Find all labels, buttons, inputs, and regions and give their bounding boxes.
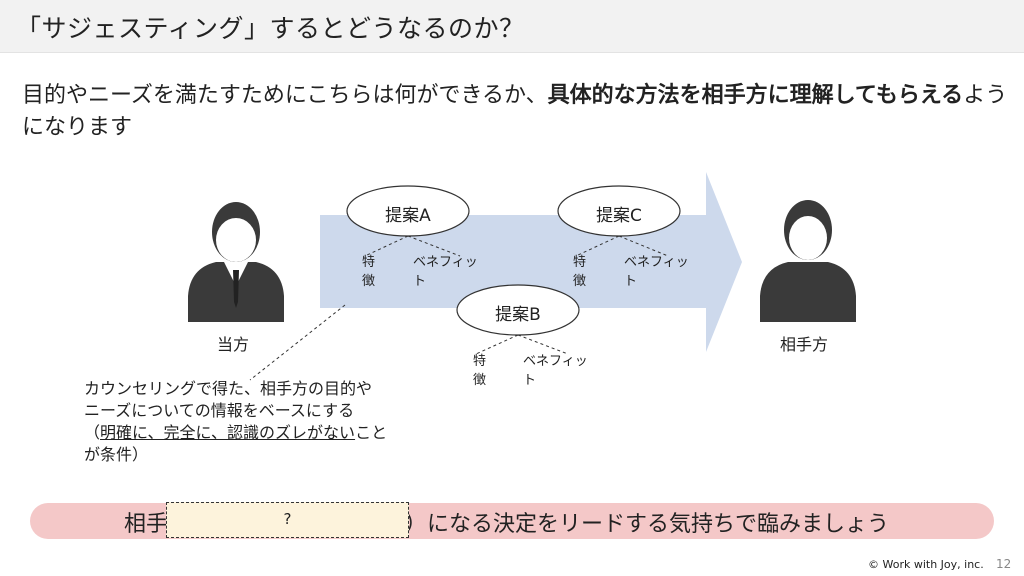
proposal-c-feature: 特 徴 [573,255,587,289]
proposal-a-label: 提案A [385,206,431,226]
lead-bold: 具体的な方法を相手方に理解してもらえる [547,83,964,108]
banner-text-left: 相手 [124,512,169,537]
proposal-a-benefit: ベネフィッ ト [413,255,478,289]
proposal-c-benefit: ベネフィッ ト [624,255,689,289]
proposal-c-label: 提案C [596,206,642,226]
proposal-b-benefit: ベネフィッ ト [523,354,588,388]
lead-normal-2: ようになります [22,83,1008,140]
proposal-b-label: 提案B [495,305,541,325]
page-number: 12 [996,557,1012,571]
slide-title: 「サジェスティング」するとどうなるのか？ [16,14,525,43]
counseling-note: カウンセリングで得た、相手方の目的や ニーズについての情報をベースにする （明確… [84,378,387,466]
hidden-answer-box[interactable]: ? [166,502,409,538]
title-bar: 「サジェスティング」するとどうなるのか？ [0,0,1024,53]
counterpart-person-icon [760,200,856,322]
counterpart-label: 相手方 [780,335,829,354]
note-underlined: 明確に、完全に、認識のズレがない [100,423,356,442]
banner-text-right: ）になる決定をリードする気持ちで臨みましょう [405,512,890,537]
lead-text: 目的やニーズを満たすためにこちらは何ができるか、具体的な方法を相手方に理解しても… [22,80,1012,144]
note-line-1: カウンセリングで得た、相手方の目的や [84,379,373,398]
copyright: © Work with Joy, inc. [868,558,984,571]
note-line-3: （明確に、完全に、認識のズレがないこと [84,422,387,444]
proposal-b-feature: 特 徴 [473,354,487,388]
note-line-2: ニーズについての情報をベースにする [84,401,355,420]
note-line-3-tail: こと [355,423,388,442]
branch-lines [249,235,669,381]
note-line-4: が条件） [84,445,149,464]
self-person-icon [188,202,284,322]
note-paren-open: （ [84,423,101,442]
proposal-a-feature: 特 徴 [362,255,376,289]
self-label: 当方 [217,335,250,354]
lead-normal-1: 目的やニーズを満たすためにこちらは何ができるか、 [22,83,548,108]
